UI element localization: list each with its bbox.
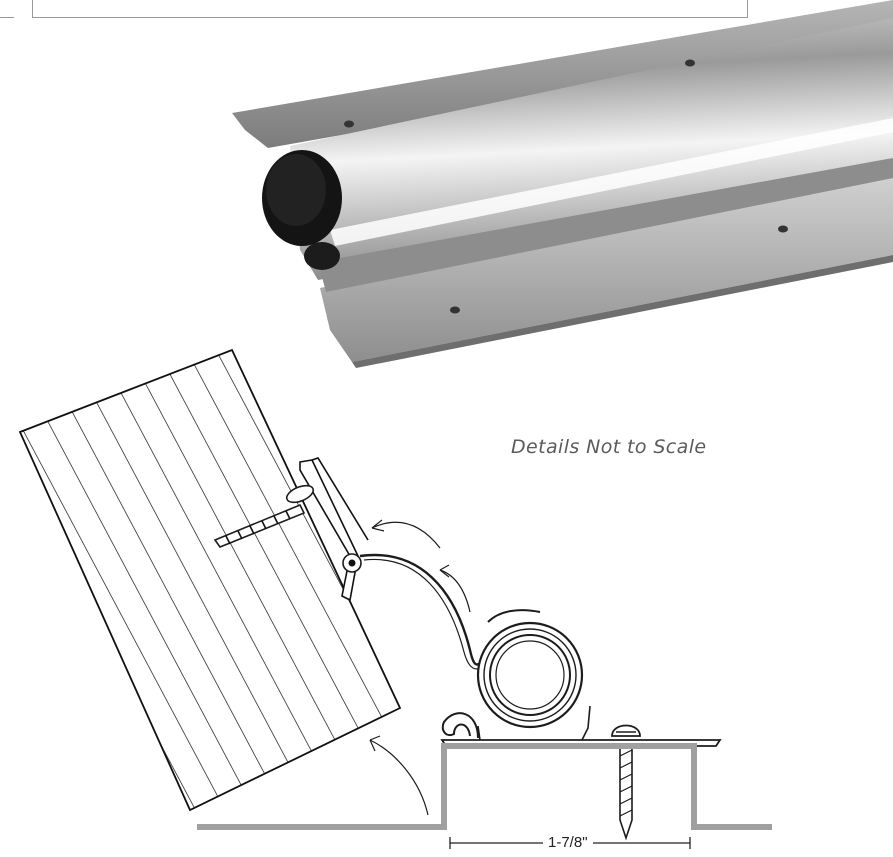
not-to-scale-note: Details Not to Scale xyxy=(511,436,707,458)
bottom-flange xyxy=(320,168,893,362)
top-frame-border xyxy=(32,0,748,18)
flex-arm xyxy=(359,553,492,666)
screw-hole-4 xyxy=(778,225,788,233)
door-screw xyxy=(213,484,315,548)
top-flange xyxy=(232,0,893,148)
motion-arrows xyxy=(369,519,471,816)
screw-hole-3 xyxy=(450,306,460,314)
threshold-screw xyxy=(611,724,641,841)
screw-hole-1 xyxy=(344,120,354,128)
base-hook xyxy=(441,712,479,739)
threshold-profile xyxy=(197,743,772,830)
screw-hole-2 xyxy=(685,59,695,67)
cross-section-drawing xyxy=(18,348,722,841)
coil-tube xyxy=(476,609,584,729)
dimension-label: 1-7/8" xyxy=(543,834,593,851)
door-section xyxy=(18,348,402,812)
product-photo xyxy=(232,0,893,368)
door-bracket xyxy=(299,457,369,602)
left-edge-tick xyxy=(0,17,14,18)
